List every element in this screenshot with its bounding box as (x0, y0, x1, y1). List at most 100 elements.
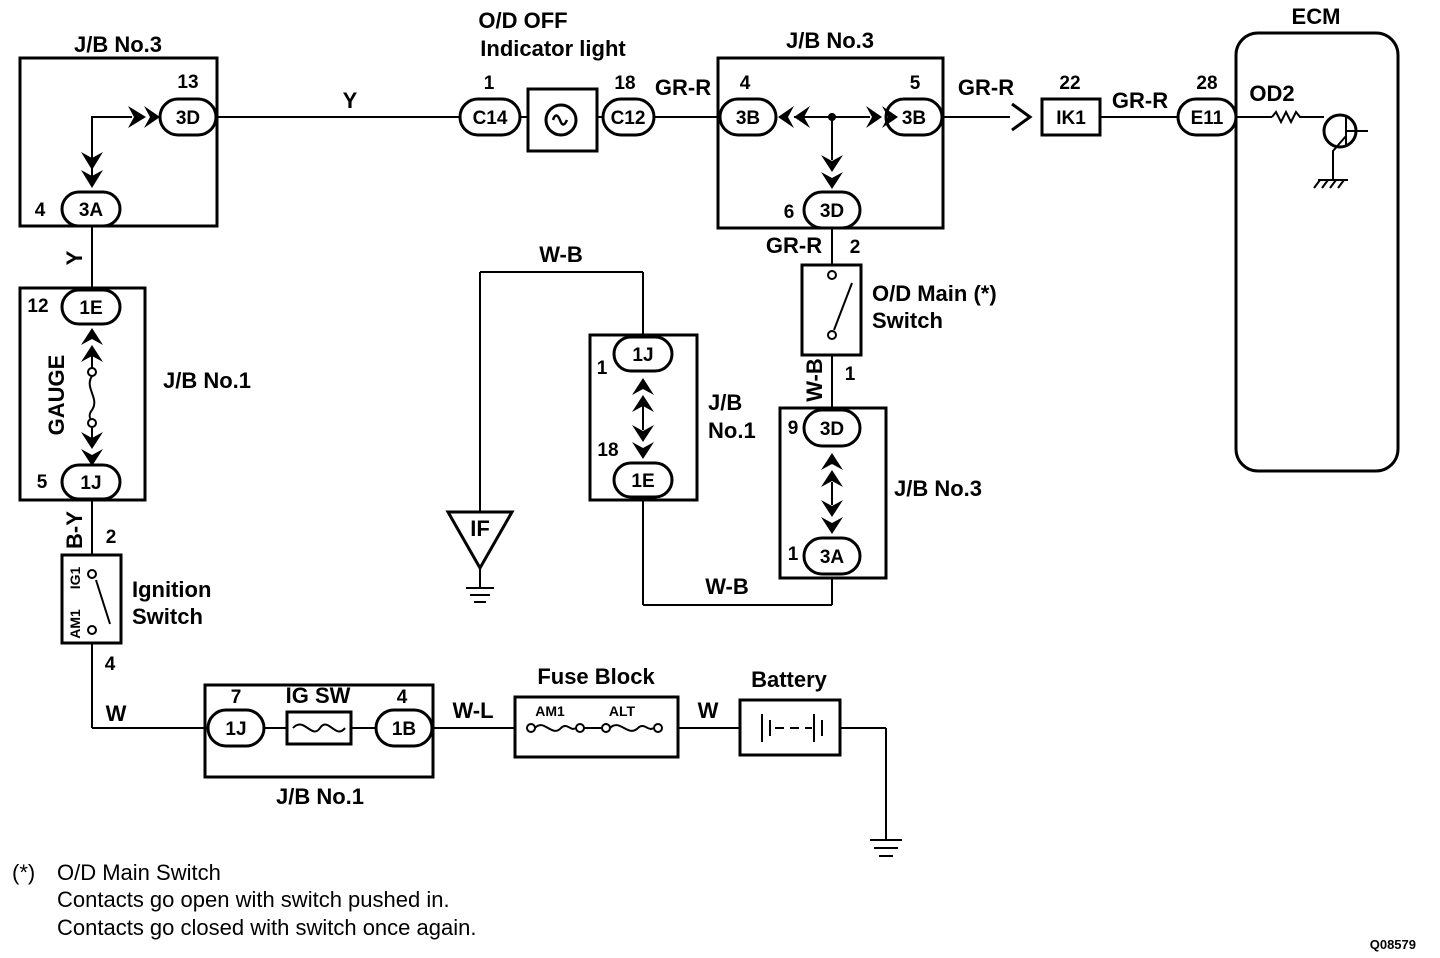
jb3-tl-conn-3a-label: 3A (79, 200, 104, 221)
fuse-alt-icon (609, 724, 654, 732)
connector-1j (60, 463, 122, 501)
fuse-block-title: Fuse Block (537, 664, 655, 689)
switch-contact (827, 330, 837, 340)
battery-title: Battery (751, 667, 828, 692)
jb1-gauge-pin-5: 5 (37, 472, 48, 493)
jb3-top-right-block: J/B No.3 4 3B 5 3B 6 3D (716, 28, 945, 230)
footnote: (*) O/D Main Switch Contacts go open wit… (12, 860, 476, 940)
ground-if-label: IF (470, 516, 490, 541)
jb1-bottom-block: 7 1J IG SW 4 1B J/B No.1 (203, 683, 435, 809)
wire-label-w-l: W-L (452, 698, 493, 723)
jb3-top-left-title: J/B No.3 (74, 32, 162, 57)
jb3-mid-pin-1: 1 (788, 544, 799, 565)
indicator-pin-1: 1 (484, 73, 495, 94)
jb1-bottom-conn-1j-label: 1J (225, 719, 246, 740)
wire-label-gr-r-vertical: GR-R (766, 233, 822, 258)
jb3-mid-title: J/B No.3 (894, 476, 982, 501)
wire-label-w-b-top: W-B (539, 242, 583, 267)
wire-label-b-y: B-Y (62, 511, 87, 549)
jb1-bottom-title: J/B No.1 (276, 784, 364, 809)
fuse-am1-icon (534, 724, 576, 732)
connector-3b-right (884, 97, 944, 137)
ecm-title: ECM (1292, 4, 1341, 29)
connector-arrow-icon (81, 152, 103, 188)
jb1-bottom-pin-7: 7 (231, 687, 242, 708)
jb3-top-left-block: J/B No.3 13 3D 4 3A (18, 32, 219, 228)
wire-labels: Y Y GR-R GR-R GR-R GR-R W-B W-B W-B B-Y … (62, 75, 1168, 726)
fuse-terminal (653, 723, 663, 733)
ground-if: IF (445, 510, 515, 603)
connector-c12 (601, 97, 656, 137)
ignition-switch-outline (60, 553, 123, 645)
lamp-filament-icon (551, 114, 569, 126)
wire-label-y-top: Y (343, 88, 358, 113)
footnote-marker: (*) (12, 860, 35, 885)
junction-dot (828, 113, 836, 121)
jb1-mid-conn-1j-label: 1J (632, 345, 653, 366)
jb3-tl-conn-3d-label: 3D (176, 108, 200, 129)
wire-label-w-left: W (106, 701, 127, 726)
ecm-outline (1234, 31, 1400, 473)
jb3-tr-conn-3d-label: 3D (820, 201, 844, 222)
connector-3d (802, 408, 862, 448)
chassis-ground-icon (1313, 179, 1348, 189)
indicator-title-2: Indicator light (480, 36, 626, 61)
jb1-bottom-fuse-label: IG SW (286, 683, 351, 708)
fuse-terminal (575, 723, 585, 733)
wire-label-y-vertical: Y (62, 250, 87, 265)
jb1-mid-conn-1e-label: 1E (631, 471, 654, 492)
jb3-tr-pin-4: 4 (740, 73, 751, 94)
fuse-terminal (601, 723, 611, 733)
connector-1b (374, 708, 434, 748)
jb1-bottom-conn-1b-label: 1B (392, 719, 416, 740)
connector-arrow-icon (866, 106, 898, 128)
jb1-gauge-pin-12: 12 (27, 296, 48, 317)
od-main-pin-1: 1 (845, 364, 856, 385)
jb1-mid-outline (588, 333, 699, 502)
connector-arrow-icon (81, 328, 103, 362)
footnote-line-3: Contacts go closed with switch once agai… (57, 915, 476, 940)
jb1-gauge-conn-1e-label: 1E (79, 298, 102, 319)
connector-1j (206, 708, 266, 748)
switch-blade-icon (833, 282, 853, 331)
wire-label-w-b-vertical: W-B (802, 358, 827, 402)
ignition-pin-4: 4 (105, 654, 116, 675)
ignition-contact-am1: AM1 (67, 609, 83, 639)
fuse-icon (88, 375, 96, 424)
splice-arrow-icon (1011, 102, 1033, 132)
indicator-conn-c12-label: C12 (611, 108, 646, 129)
jb3-tr-conn-3b-left-label: 3B (736, 108, 760, 129)
ik1-pin-22: 22 (1059, 73, 1080, 94)
ground-icon (870, 839, 902, 857)
connector-3a (802, 536, 862, 576)
connector-arrow-icon (821, 453, 843, 487)
connector-arrow-icon (632, 378, 654, 412)
ignition-pin-2: 2 (106, 527, 117, 548)
ecm-terminal-od2: OD2 (1249, 81, 1294, 106)
wire-label-w-b-bottom: W-B (705, 574, 749, 599)
ecm-conn-e11-label: E11 (1191, 108, 1224, 129)
connector-arrow-icon (632, 425, 654, 459)
connector-arrow-icon (778, 106, 810, 128)
connector-1e (60, 288, 122, 326)
switch-contact (827, 270, 837, 280)
ignition-switch: 2 IG1 AM1 4 Ignition Switch (60, 527, 211, 675)
jb1-mid-pin-18: 18 (597, 440, 618, 461)
fuse-terminal (87, 367, 97, 377)
ig-sw-fuse-box (285, 710, 353, 746)
fuse-block: Fuse Block AM1 ALT (513, 664, 680, 759)
connector-3b-left (718, 97, 778, 137)
ik1-connector: 22 IK1 (1011, 73, 1102, 137)
jb1-gauge-conn-1j-label: 1J (80, 473, 101, 494)
wires (91, 116, 1272, 840)
jb3-mid-pin-9: 9 (788, 418, 799, 439)
od-main-label-2: Switch (872, 308, 943, 333)
transistor-leads (1332, 117, 1368, 180)
wire-label-gr-r-1: GR-R (655, 75, 711, 100)
connector-arrow-icon (81, 432, 103, 466)
battery-cell-icon (761, 714, 771, 742)
ground-icon (466, 568, 494, 603)
jb3-tr-pin-6: 6 (784, 202, 795, 223)
od-main-switch-outline (800, 263, 863, 357)
gauge-fuse-label: GAUGE (44, 355, 69, 436)
